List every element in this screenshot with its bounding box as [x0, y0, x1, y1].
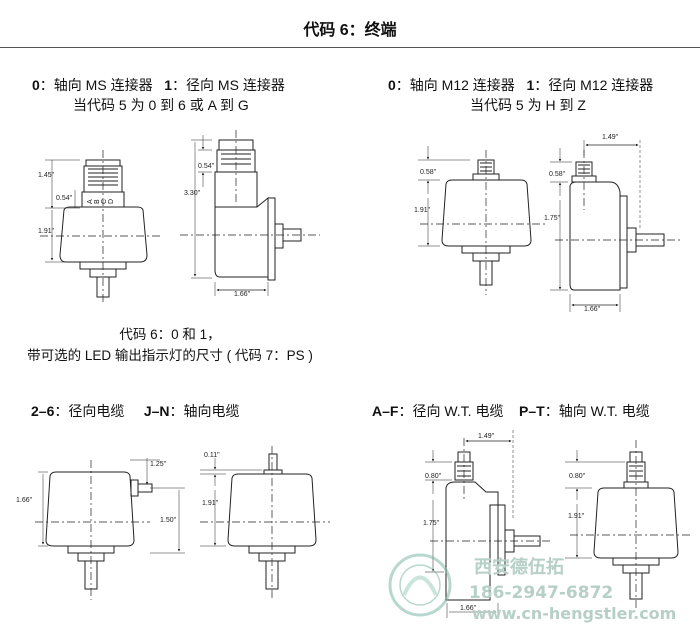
m12-note: 当代码 5 为 H 到 Z	[470, 97, 586, 113]
dim-m12-axial-height: 1.91"	[414, 207, 431, 214]
page-title: 代码 6：终端	[303, 22, 397, 39]
m12-radial-drawing	[550, 140, 680, 312]
dim-wt-radial-height: 1.75"	[423, 520, 440, 527]
dim-wt-radial-offset: 1.49"	[478, 433, 495, 440]
dim-ms-radial-top: 0.54"	[198, 163, 215, 170]
ms-radial-drawing	[180, 130, 320, 296]
dim-m12-axial-top: 0.58"	[420, 169, 437, 176]
dim-ms-axial-mid: 0.54"	[56, 195, 73, 202]
ms-pin-c: C	[101, 199, 108, 204]
dim-cable-axial-top: 0.11"	[204, 452, 220, 459]
wt-label-a: ：径向 W.T. 电缆	[398, 403, 504, 419]
wt-axial-drawing	[565, 440, 690, 610]
ms-pin-b: B	[94, 199, 101, 204]
ms-note: 当代码 5 为 0 到 6 或 A 到 G	[73, 97, 249, 113]
watermark-logo-seal	[388, 553, 452, 617]
dim-wt-axial-top: 0.80"	[569, 473, 586, 480]
m12-label0: ：轴向 M12 连接器	[395, 77, 515, 93]
ms-pin-d: D	[108, 199, 115, 204]
wt-code-b: P–T	[519, 403, 545, 419]
ms-axial-drawing	[40, 150, 160, 305]
watermark-company: 西安德伍拓	[474, 556, 564, 578]
m12-heading: 0：轴向 M12 连接器 1：径向 M12 连接器	[388, 75, 653, 95]
cable-label-b: ：轴向电缆	[169, 403, 240, 419]
ms-pin-a: A	[87, 199, 94, 204]
watermark-url: www.cn-hengstler.com	[472, 604, 676, 623]
wt-heading: A–F：径向 W.T. 电缆 P–T：轴向 W.T. 电缆	[372, 401, 650, 421]
title-divider	[0, 47, 700, 48]
cable-code-a: 2–6	[31, 403, 55, 419]
dim-cable-radial-low: 1.50"	[160, 517, 177, 524]
wt-label-b: ：轴向 W.T. 电缆	[544, 403, 650, 419]
m12-code0: 0	[388, 77, 396, 93]
dim-cable-axial-height: 1.91"	[202, 500, 219, 507]
dim-cable-radial-offset: 1.25"	[150, 461, 167, 468]
ms-code0: 0	[32, 77, 40, 93]
led-note-line2: 带可选的 LED 输出指示灯的尺寸 ( 代码 7：PS )	[27, 348, 313, 363]
ms-label1: ：径向 MS 连接器	[172, 77, 285, 93]
wt-radial-drawing	[425, 430, 550, 618]
dim-ms-axial-height: 1.91"	[38, 228, 55, 235]
watermark-phone: 186-2947-6872	[469, 583, 613, 603]
cable-code-b: J–N	[143, 403, 170, 419]
dim-ms-axial-top: 1.45"	[38, 172, 55, 179]
cable-axial-drawing	[200, 446, 330, 600]
dim-m12-radial-top: 0.58"	[549, 171, 566, 178]
cable-label-a: ：径向电缆	[54, 403, 125, 419]
m12-label1: ：径向 M12 连接器	[534, 77, 654, 93]
ms-heading: 0：轴向 MS 连接器 1：径向 MS 连接器	[32, 75, 285, 95]
dim-ms-radial-width: 1.66"	[234, 291, 251, 298]
dim-cable-radial-height: 1.66"	[16, 497, 33, 504]
dim-m12-radial-width: 1.66"	[584, 306, 601, 313]
wt-code-a: A–F	[372, 403, 399, 419]
ms-label0: ：轴向 MS 连接器	[39, 77, 153, 93]
dim-m12-radial-offset: 1.49"	[602, 134, 619, 141]
cable-heading: 2–6：径向电缆 J–N：轴向电缆	[31, 401, 240, 421]
cable-radial-drawing	[35, 458, 185, 600]
dim-ms-radial-height: 3.30"	[184, 190, 201, 197]
dim-wt-radial-top: 0.80"	[425, 473, 442, 480]
m12-code1: 1	[526, 77, 535, 93]
led-note-line1: 代码 6：0 和 1，	[119, 327, 221, 342]
dim-wt-radial-width: 1.66"	[460, 605, 477, 612]
ms-code1: 1	[164, 77, 173, 93]
m12-axial-drawing	[418, 146, 545, 295]
dim-wt-axial-height: 1.91"	[568, 513, 585, 520]
dim-m12-radial-height: 1.75"	[544, 215, 561, 222]
